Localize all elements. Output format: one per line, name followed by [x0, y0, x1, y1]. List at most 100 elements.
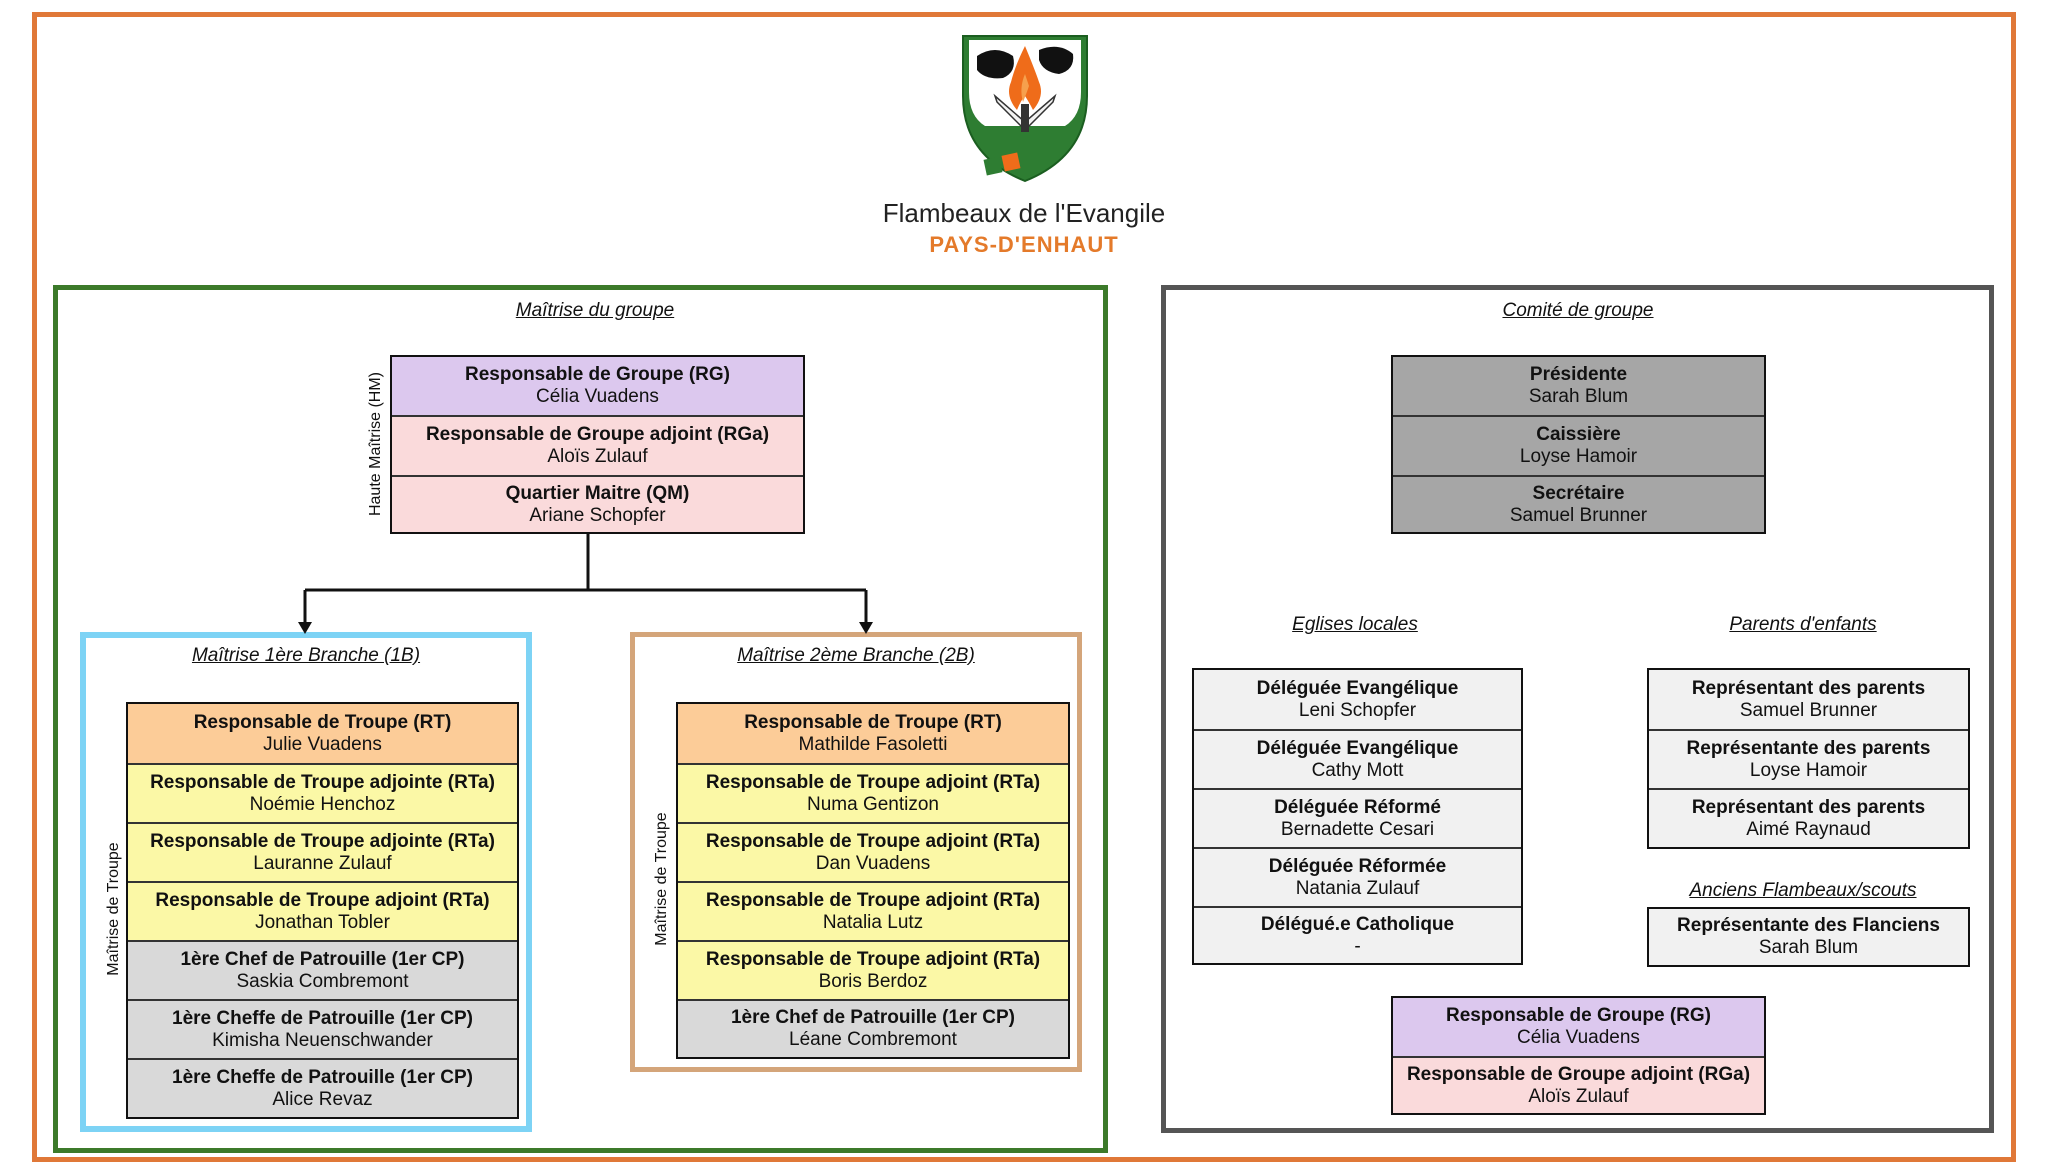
person-name: Cathy Mott — [1311, 759, 1404, 781]
maitrise-title: Maîtrise du groupe — [515, 300, 675, 321]
role-title: Responsable de Troupe adjoint (RTa) — [705, 889, 1041, 911]
parents-title: Parents d'enfants — [1729, 614, 1877, 635]
role-box: Responsable de Groupe (RG) Célia Vuadens — [392, 357, 803, 415]
role-box: Responsable de Troupe adjointe (RTa) Noé… — [128, 763, 517, 822]
role-title: Responsable de Troupe (RT) — [193, 711, 452, 733]
person-name: Aimé Raynaud — [1746, 818, 1871, 840]
branch2-side-label: Maîtrise de Troupe — [653, 812, 670, 946]
person-name: Samuel Brunner — [1739, 699, 1878, 721]
role-title: 1ère Cheffe de Patrouille (1er CP) — [172, 1066, 473, 1088]
role-box: 1ère Cheffe de Patrouille (1er CP) Alice… — [128, 1058, 517, 1117]
person-name: Bernadette Cesari — [1280, 818, 1435, 840]
role-title: Responsable de Troupe adjoint (RTa) — [155, 889, 490, 911]
person-name: Léane Combremont — [789, 1029, 957, 1050]
person-name: Julie Vuadens — [263, 733, 382, 755]
person-name: Célia Vuadens — [1517, 1027, 1640, 1048]
role-box: Déléguée Réformé Bernadette Cesari — [1194, 788, 1521, 847]
role-box: Responsable de Troupe adjoint (RTa) Bori… — [678, 940, 1068, 999]
branch1-stack: Responsable de Troupe (RT) Julie Vuadens… — [126, 702, 519, 1119]
arrow-head — [859, 622, 873, 634]
scout-logo — [962, 35, 1088, 183]
comite-frame — [1161, 285, 1994, 1133]
role-title: Secrétaire — [1532, 482, 1625, 504]
bureau-stack: Présidente Sarah Blum Caissière Loyse Ha… — [1391, 355, 1766, 534]
role-title: Représentante des parents — [1686, 737, 1931, 759]
role-box: Déléguée Réformée Natania Zulauf — [1194, 847, 1521, 906]
connector-line — [303, 534, 868, 623]
role-title: Déléguée Réformée — [1268, 855, 1447, 877]
role-box: Responsable de Groupe (RG) Célia Vuadens — [1393, 998, 1764, 1056]
person-name: Noémie Henchoz — [249, 793, 396, 815]
role-title: Responsable de Groupe adjoint (RGa) — [1406, 1063, 1751, 1085]
person-name: Natania Zulauf — [1295, 877, 1420, 899]
role-title: Déléguée Evangélique — [1256, 677, 1459, 699]
role-box: Responsable de Groupe adjoint (RGa) Aloï… — [392, 415, 803, 475]
haute-maitrise-stack: Responsable de Groupe (RG) Célia Vuadens… — [390, 355, 805, 534]
role-box: Présidente Sarah Blum — [1393, 357, 1764, 415]
role-box: Quartier Maitre (QM) Ariane Schopfer — [392, 475, 803, 532]
org-subtitle: PAYS-D'ENHAUT — [929, 232, 1119, 257]
arrow-head — [298, 622, 312, 634]
role-title: Représentant des parents — [1691, 677, 1926, 699]
person-name: Dan Vuadens — [815, 852, 931, 874]
role-box: Responsable de Troupe adjoint (RTa) Nata… — [678, 881, 1068, 940]
person-name: Leni Schopfer — [1298, 699, 1417, 721]
role-title: Responsable de Troupe adjointe (RTa) — [150, 830, 495, 852]
role-box: 1ère Chef de Patrouille (1er CP) Léane C… — [678, 999, 1068, 1057]
person-name: Loyse Hamoir — [1749, 759, 1868, 781]
role-title: Responsable de Troupe (RT) — [744, 711, 1002, 733]
parents-stack: Représentant des parents Samuel Brunner … — [1647, 668, 1970, 849]
role-title: Représentante des Flanciens — [1677, 915, 1940, 936]
person-name: Célia Vuadens — [536, 386, 659, 407]
person-name: Loyse Hamoir — [1519, 446, 1638, 467]
role-box: Représentante des Flanciens Sarah Blum — [1649, 909, 1968, 965]
role-box: Responsable de Troupe adjoint (RTa) Numa… — [678, 763, 1068, 822]
role-title: Déléguée Réformé — [1274, 796, 1441, 818]
comite-title: Comité de groupe — [1502, 300, 1654, 321]
role-title: Responsable de Troupe adjoint (RTa) — [705, 771, 1041, 793]
role-title: Responsable de Groupe (RG) — [1446, 1005, 1711, 1026]
role-title: Responsable de Troupe adjointe (RTa) — [150, 771, 495, 793]
branch1-title: Maîtrise 1ère Branche (1B) — [191, 645, 421, 666]
person-name: - — [1354, 935, 1361, 957]
role-title: Déléguée Evangélique — [1256, 737, 1459, 759]
maitrise-frame — [53, 285, 1108, 1153]
role-title: 1ère Chef de Patrouille (1er CP) — [730, 1007, 1016, 1028]
role-title: Caissière — [1536, 424, 1621, 445]
person-name: Sarah Blum — [1528, 386, 1629, 407]
person-name: Aloïs Zulauf — [547, 446, 648, 467]
outer-frame — [32, 12, 2016, 1162]
role-box: 1ère Chef de Patrouille (1er CP) Saskia … — [128, 940, 517, 999]
role-title: 1ère Chef de Patrouille (1er CP) — [180, 948, 465, 970]
person-name: Sarah Blum — [1758, 937, 1859, 958]
person-name: Boris Berdoz — [818, 970, 928, 992]
role-title: Présidente — [1529, 364, 1628, 385]
branch1-frame — [80, 632, 532, 1132]
role-title: Responsable de Groupe adjoint (RGa) — [425, 424, 770, 445]
branch2-frame — [630, 632, 1082, 1072]
role-box: 1ère Cheffe de Patrouille (1er CP) Kimis… — [128, 999, 517, 1058]
role-box: Responsable de Troupe adjoint (RTa) Jona… — [128, 881, 517, 940]
role-box: Caissière Loyse Hamoir — [1393, 415, 1764, 475]
person-name: Numa Gentizon — [806, 793, 939, 815]
role-box: Responsable de Groupe adjoint (RGa) Aloï… — [1393, 1056, 1764, 1113]
branch2-stack: Responsable de Troupe (RT) Mathilde Faso… — [676, 702, 1070, 1059]
person-name: Saskia Combremont — [236, 970, 409, 992]
role-box: Responsable de Troupe (RT) Julie Vuadens — [128, 704, 517, 763]
role-title: Responsable de Troupe adjoint (RTa) — [705, 830, 1041, 852]
person-name: Samuel Brunner — [1509, 504, 1648, 526]
role-box: Délégué.e Catholique - — [1194, 906, 1521, 963]
branch2-title: Maîtrise 2ème Branche (2B) — [737, 645, 975, 666]
anciens-stack: Représentante des Flanciens Sarah Blum — [1647, 907, 1970, 967]
person-name: Alice Revaz — [272, 1088, 373, 1110]
role-title: Responsable de Groupe (RG) — [465, 364, 730, 385]
role-box: Secrétaire Samuel Brunner — [1393, 475, 1764, 532]
role-title: Quartier Maitre (QM) — [505, 482, 690, 504]
person-name: Jonathan Tobler — [255, 911, 390, 933]
role-box: Responsable de Troupe (RT) Mathilde Faso… — [678, 704, 1068, 763]
role-box: Responsable de Troupe adjoint (RTa) Dan … — [678, 822, 1068, 881]
org-title: Flambeaux de l'Evangile — [882, 198, 1166, 228]
person-name: Kimisha Neuenschwander — [212, 1029, 433, 1051]
role-box: Déléguée Evangélique Leni Schopfer — [1194, 670, 1521, 729]
